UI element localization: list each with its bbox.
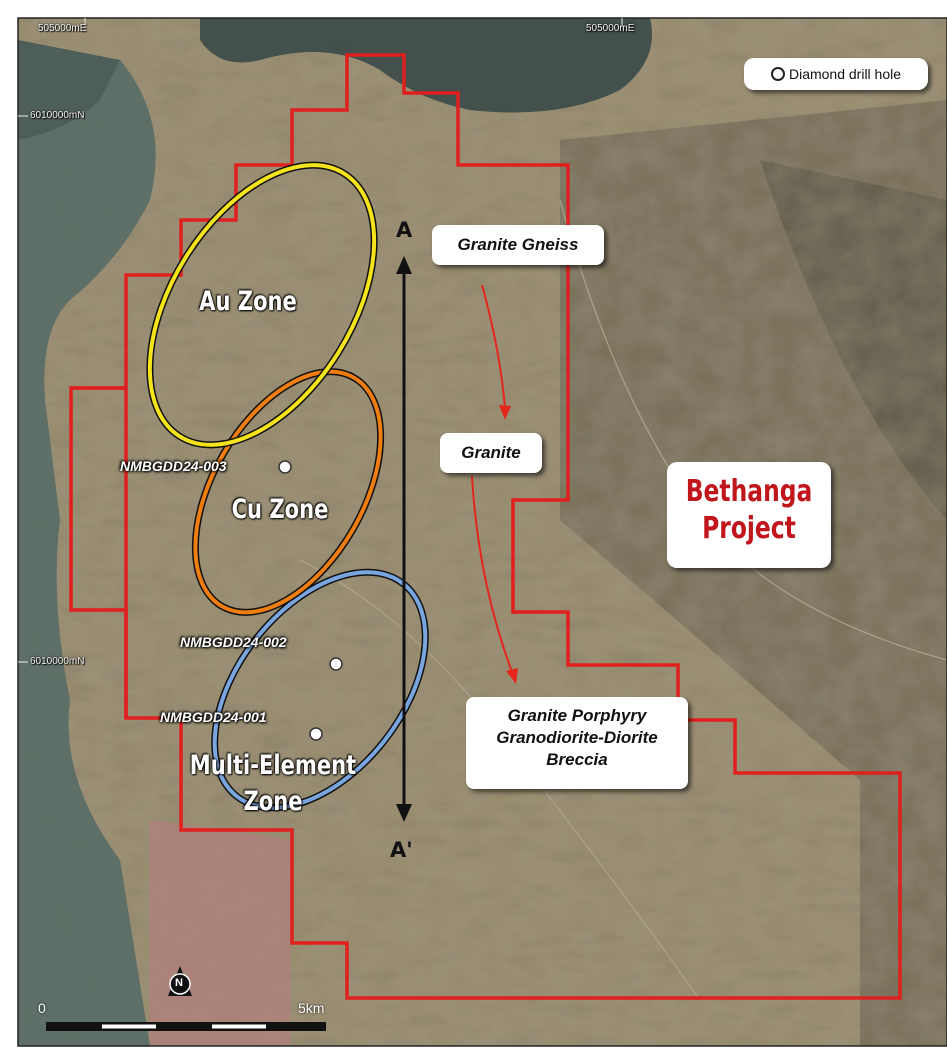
project-title-line2: Project	[702, 511, 796, 546]
northing-label-top: 6010000mN	[30, 110, 85, 121]
cu-zone-ellipse	[191, 368, 385, 616]
scale-bar	[46, 1022, 326, 1031]
legend-box: Diamond drill hole	[744, 58, 928, 90]
project-title-box: Bethanga Project	[667, 462, 831, 568]
tenement-boundary	[71, 53, 902, 1000]
scale-start-label: 0	[38, 1000, 46, 1016]
au-zone-ellipse	[146, 161, 378, 449]
western-lake	[18, 60, 156, 1046]
lithology-porphyry-group: Granite Porphyry Granodiorite-Diorite Br…	[466, 697, 688, 789]
drill-hole-marker	[329, 657, 343, 671]
easting-label-right: 505000mE	[586, 23, 635, 34]
lithology-granite-gneiss: Granite Gneiss	[432, 225, 604, 265]
north-arrow-label: N	[175, 977, 183, 989]
trend-arrow-upper	[481, 284, 511, 420]
drill-hole-label: NMBGDD24-003	[120, 458, 227, 474]
lithology-granite: Granite	[440, 433, 542, 473]
trend-arrow-lower	[471, 475, 518, 684]
northing-label-mid: 6010000mN	[30, 656, 85, 667]
diamond-drill-hole-icon	[770, 67, 785, 81]
multi-element-zone-label-line1: Multi-Element	[189, 750, 357, 781]
legend-label: Diamond drill hole	[788, 66, 902, 82]
section-start-label: A	[396, 218, 413, 242]
cu-zone-label: Cu Zone	[231, 494, 329, 525]
north-arrow-icon	[168, 966, 192, 996]
au-zone-label: Au Zone	[199, 286, 297, 317]
easting-label-left: 505000mE	[38, 23, 87, 34]
section-line	[396, 256, 412, 822]
scale-end-label: 5km	[298, 1000, 325, 1016]
drill-hole-label: NMBGDD24-001	[160, 709, 267, 725]
northern-lake	[200, 18, 652, 113]
project-title-line1: Bethanga	[685, 474, 813, 509]
drill-hole-label: NMBGDD24-002	[180, 634, 287, 650]
drill-hole-marker	[309, 727, 323, 741]
multi-element-zone-label-line2: Zone	[243, 786, 303, 817]
section-end-label: A'	[390, 838, 413, 862]
drill-hole-marker	[278, 460, 292, 474]
